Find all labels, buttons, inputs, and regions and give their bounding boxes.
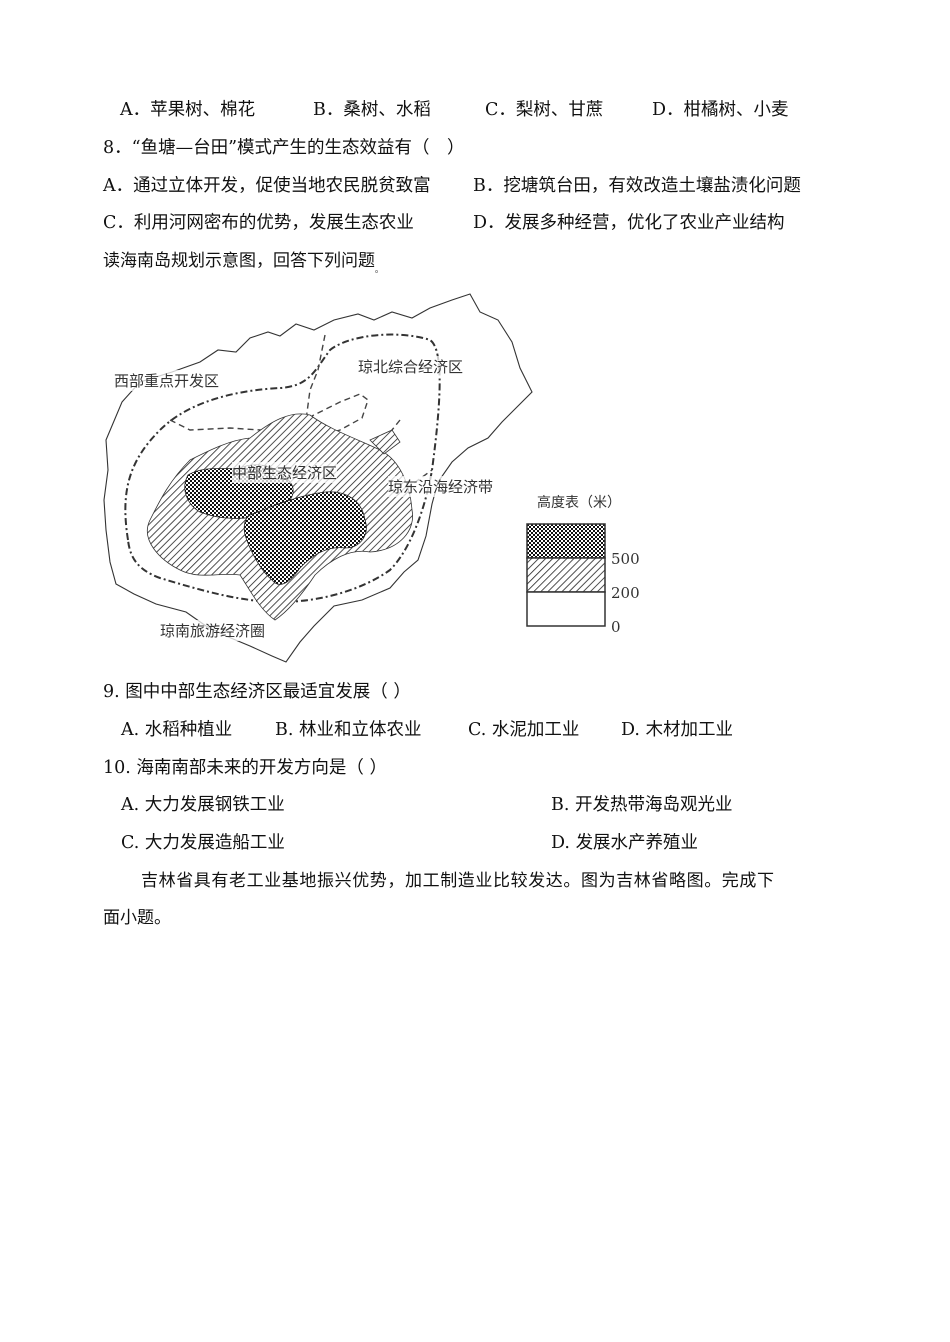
- jilin-intro-line2: 面小题。: [103, 908, 171, 928]
- q9-option-b: B. 林业和立体农业: [275, 720, 422, 740]
- q10-option-b: B. 开发热带海岛观光业: [551, 795, 733, 815]
- legend-swatch-above-500: [526, 523, 606, 559]
- q9-stem: 9. 图中中部生态经济区最适宜发展（ ）: [103, 682, 411, 702]
- legend-swatch-200-500: [526, 557, 606, 593]
- q9-option-d: D. 木材加工业: [621, 720, 734, 740]
- map-label-north: 琼北综合经济区: [358, 356, 464, 377]
- q10-stem: 10. 海南南部未来的开发方向是（ ）: [103, 758, 387, 778]
- q8-option-d: D．发展多种经营，优化了农业产业结构: [473, 213, 785, 233]
- q8-option-a: A．通过立体开发，促使当地农民脱贫致富: [103, 176, 431, 196]
- map-label-east: 琼东沿海经济带: [388, 476, 494, 497]
- legend-value-0: 0: [611, 618, 621, 636]
- q10-option-a: A. 大力发展钢铁工业: [121, 795, 285, 815]
- q8-option-c: C．利用河网密布的优势，发展生态农业: [103, 213, 414, 233]
- q10-option-c: C. 大力发展造船工业: [121, 833, 285, 853]
- map-label-west: 西部重点开发区: [114, 370, 220, 391]
- q7-option-a: A．苹果树、棉花: [120, 100, 256, 120]
- q10-option-d: D. 发展水产养殖业: [551, 833, 699, 853]
- q8-option-b: B．挖塘筑台田，有效改造土壤盐渍化问题: [473, 176, 801, 196]
- map-intro: 读海南岛规划示意图，回答下列问题。: [103, 251, 383, 274]
- map-label-central: 中部生态经济区: [232, 462, 338, 483]
- legend-value-500: 500: [611, 550, 640, 568]
- elevation-legend: 高度表（米） 500 200 0: [525, 492, 655, 637]
- q7-option-c: C．梨树、甘蔗: [485, 100, 604, 120]
- hainan-map: 西部重点开发区 琼北综合经济区 中部生态经济区 琼东沿海经济带 琼南旅游经济圈: [100, 290, 540, 670]
- q9-option-c: C. 水泥加工业: [468, 720, 580, 740]
- q9-option-a: A. 水稻种植业: [121, 720, 233, 740]
- legend-swatch-0-200: [526, 591, 606, 627]
- q7-option-b: B．桑树、水稻: [313, 100, 431, 120]
- q7-option-d: D．柑橘树、小麦: [652, 100, 789, 120]
- legend-swatches: [526, 523, 606, 627]
- map-label-south: 琼南旅游经济圈: [160, 620, 266, 641]
- legend-title: 高度表（米）: [537, 495, 621, 511]
- q8-stem: 8．“鱼塘—台田”模式产生的生态效益有（ ）: [103, 138, 465, 158]
- legend-value-200: 200: [611, 584, 640, 602]
- jilin-intro-line1: 吉林省具有老工业基地振兴优势，加工制造业比较发达。图为吉林省略图。完成下: [141, 871, 775, 891]
